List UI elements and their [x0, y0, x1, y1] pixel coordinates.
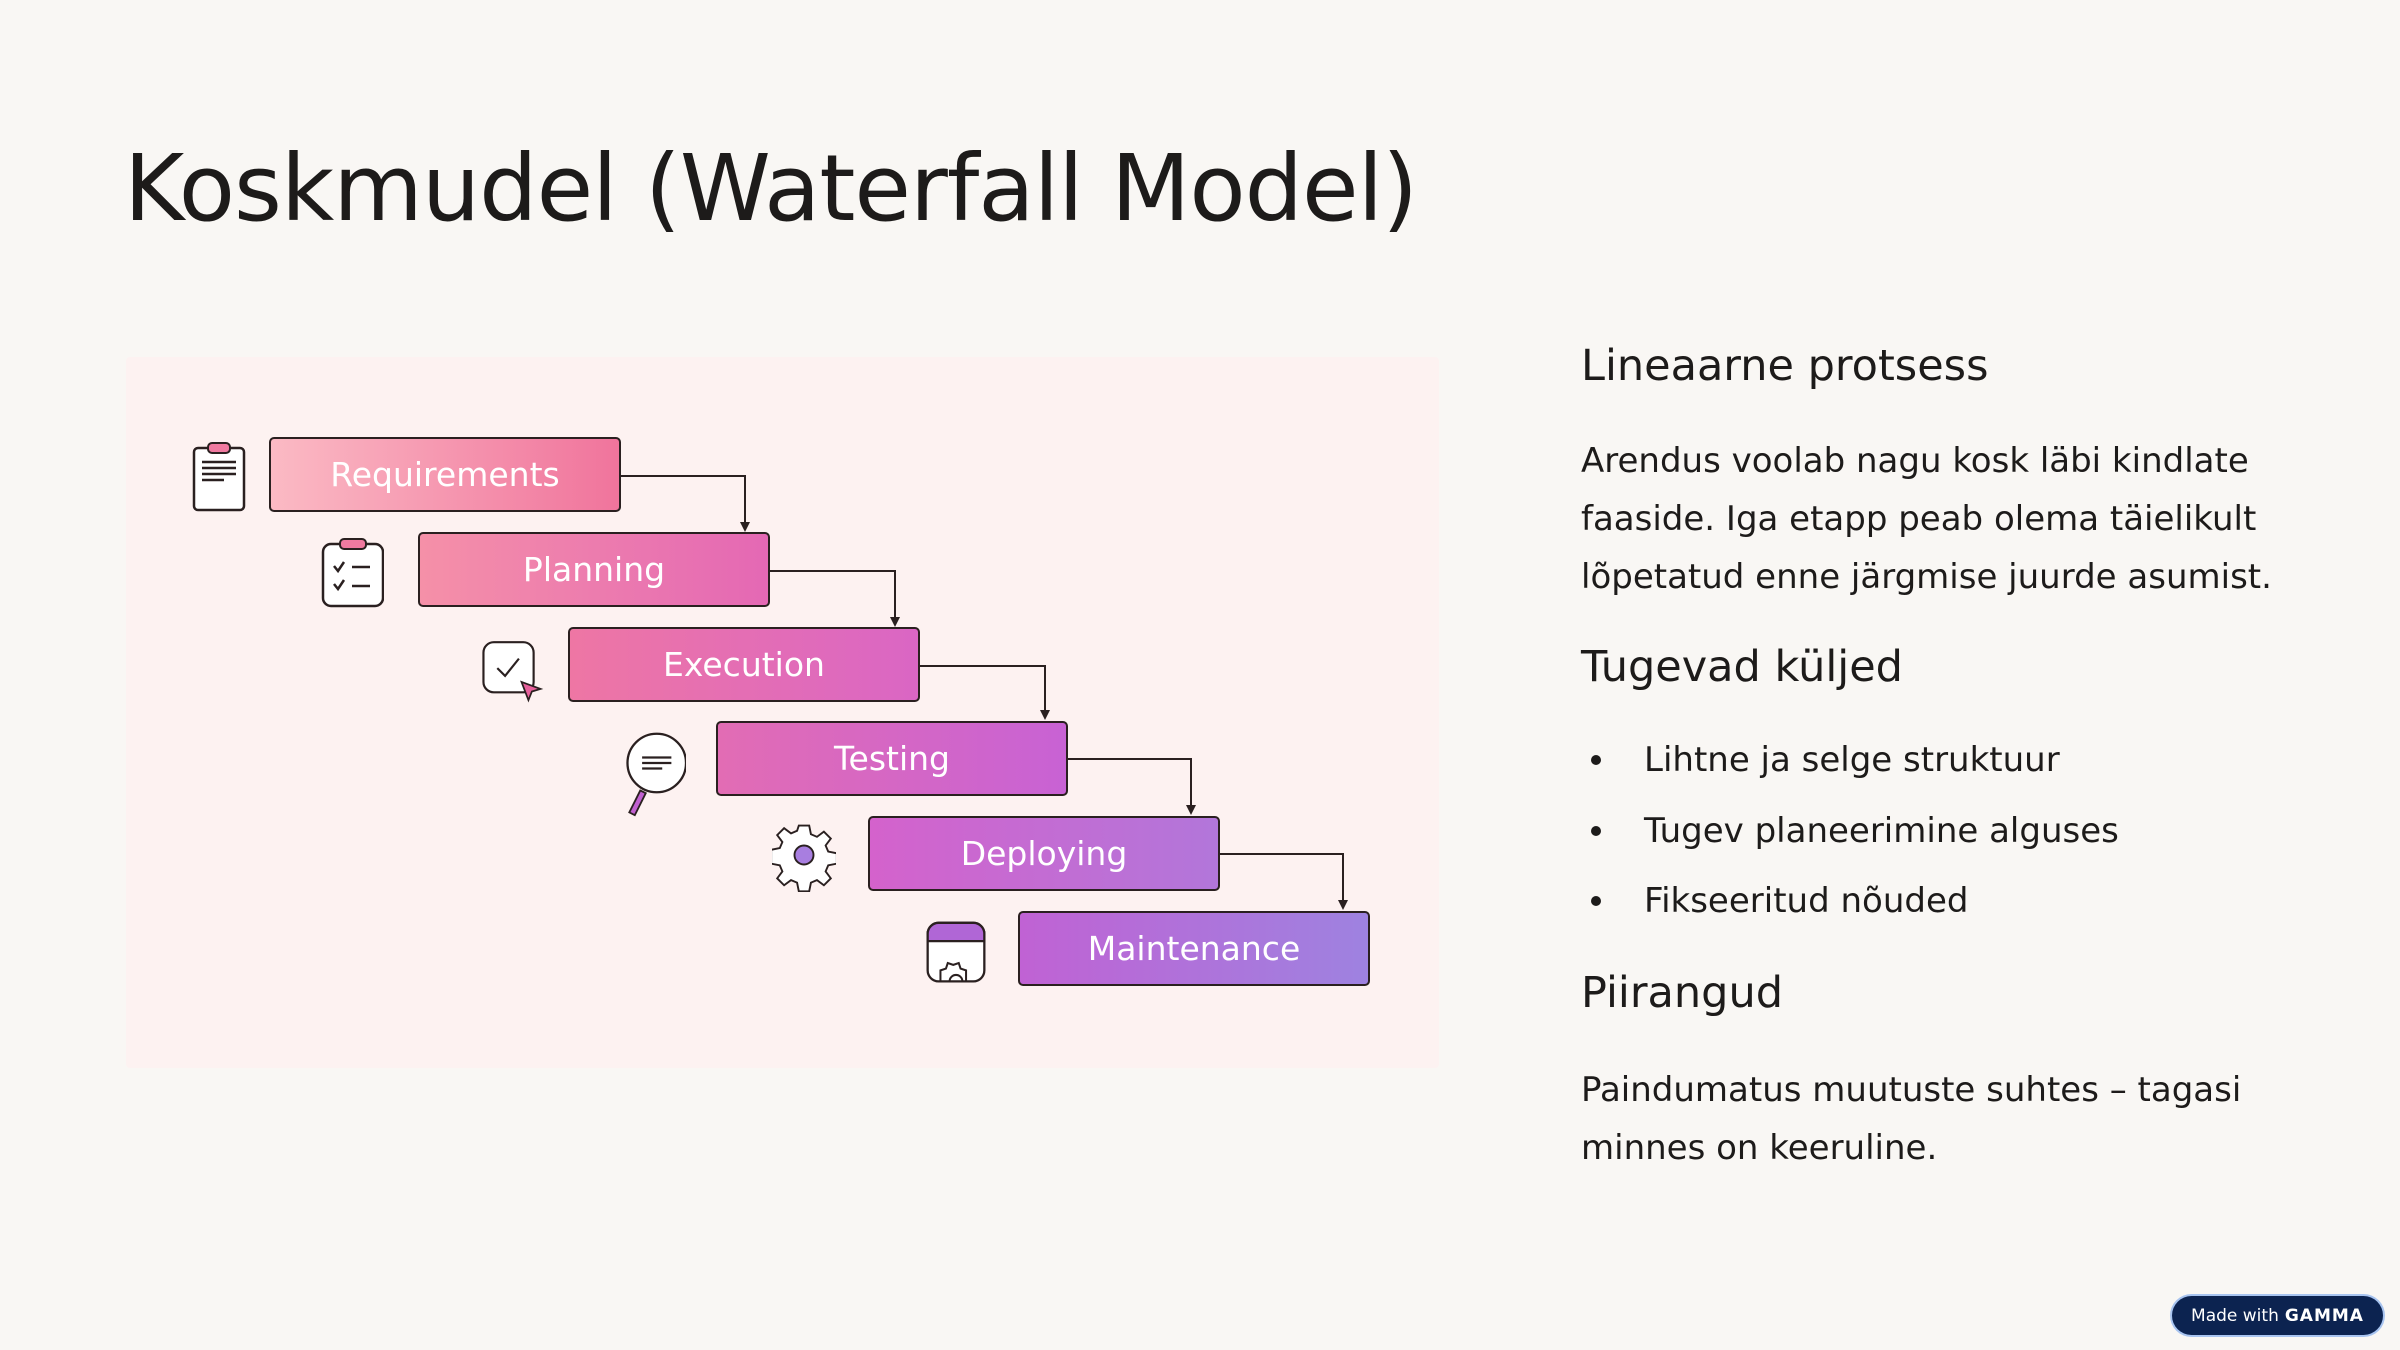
section-heading-linear: Lineaarne protsess: [1581, 341, 1989, 391]
step-deploying: Deploying: [868, 816, 1220, 891]
list-item: Fikseeritud nõuded: [1581, 881, 1968, 921]
bullet-icon: [1591, 826, 1601, 836]
section-heading-strengths: Tugevad küljed: [1581, 642, 1903, 692]
magnifier-icon: [626, 732, 686, 817]
section-body-linear: Arendus voolab nagu kosk läbi kindlate f…: [1581, 441, 2272, 597]
list-item-text: Lihtne ja selge struktuur: [1644, 740, 2060, 780]
app-window-gear-icon: [926, 921, 986, 983]
step-maintenance: Maintenance: [1018, 911, 1370, 986]
list-item: Lihtne ja selge struktuur: [1581, 740, 2060, 780]
list-item-text: Tugev planeerimine alguses: [1644, 811, 2119, 851]
page-title: Koskmudel (Waterfall Model): [124, 135, 1418, 242]
badge-prefix: Made with: [2191, 1305, 2279, 1326]
list-item: Tugev planeerimine alguses: [1581, 811, 2119, 851]
section-body-limits: Paindumatus muutuste suhtes – tagasi min…: [1581, 1070, 2242, 1168]
checkbox-cursor-icon: [482, 641, 544, 703]
step-testing: Testing: [716, 721, 1068, 796]
bullet-icon: [1591, 755, 1601, 765]
clipboard-icon: [192, 442, 246, 512]
step-planning: Planning: [418, 532, 770, 607]
section-heading-limits: Piirangud: [1581, 968, 1784, 1018]
step-execution: Execution: [568, 627, 920, 702]
checklist-icon: [321, 538, 384, 608]
step-requirements: Requirements: [269, 437, 621, 512]
list-item-text: Fikseeritud nõuded: [1644, 881, 1969, 921]
gear-icon: [772, 824, 836, 892]
bullet-icon: [1591, 896, 1601, 906]
gamma-logo: GAMMA: [2284, 1305, 2364, 1326]
